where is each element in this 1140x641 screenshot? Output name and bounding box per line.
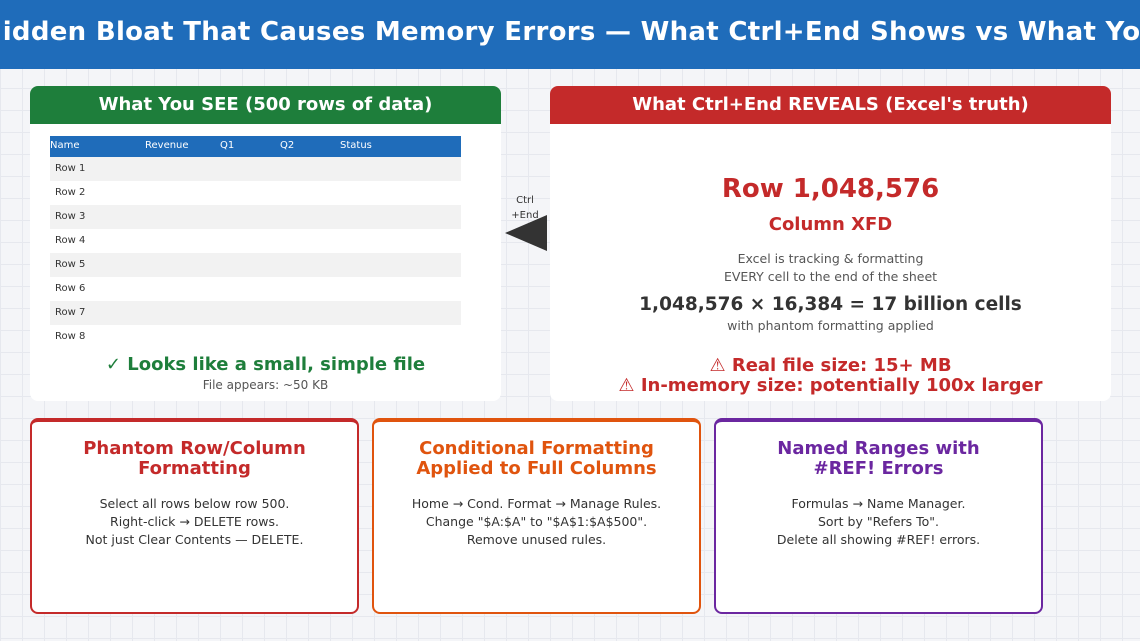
card-step: Sort by "Refers To". [817,514,940,529]
table-row: Row 6 [50,277,461,301]
card-title-line1: Phantom Row/Column [83,438,306,459]
table-row: Row 2 [50,181,461,205]
in-memory-size-warning: ⚠ In-memory size: potentially 100x large… [618,375,1043,396]
card-step: Change "$A:$A" to "$A$1:$A$500". [425,514,648,529]
title-banner: The Hidden Bloat That Causes Memory Erro… [0,0,1140,69]
card-title: Named Ranges with #REF! Errors [716,439,1041,479]
table-header-row: Name Revenue Q1 Q2 Status [50,136,461,157]
what-you-see-panel: What You SEE (500 rows of data) Name Rev… [30,86,501,401]
card-title: Phantom Row/Column Formatting [32,439,357,479]
table-row: Row 1 [50,157,461,181]
card-title-line1: Conditional Formatting [419,438,654,459]
card-title: Conditional Formatting Applied to Full C… [374,439,699,479]
ctrl-end-arrow: Ctrl +End [503,192,549,254]
row-label: Row 2 [55,187,86,198]
row-label: Row 6 [55,283,86,294]
ctrl-end-label-line1: Ctrl [516,195,534,206]
card-title-line2: Applied to Full Columns [416,458,657,479]
card-step: Formulas → Name Manager. [791,496,966,511]
cell-count-formula: 1,048,576 × 16,384 = 17 billion cells [639,294,1022,315]
sample-table: Name Revenue Q1 Q2 Status Row 1 Row 2 Ro… [50,136,461,349]
page-title: The Hidden Bloat That Causes Memory Erro… [0,17,1140,47]
table-row: Row 4 [50,229,461,253]
left-arrow-icon [505,215,547,251]
card-step: Delete all showing #REF! errors. [776,532,981,547]
card-title-line2: #REF! Errors [813,458,944,479]
card-body: Formulas → Name Manager. Sort by "Refers… [716,495,1041,549]
card-step: Not just Clear Contents — DELETE. [85,532,304,547]
table-row: Row 8 [50,325,461,349]
conditional-formatting-card: Conditional Formatting Applied to Full C… [372,418,701,614]
named-ranges-card: Named Ranges with #REF! Errors Formulas … [714,418,1043,614]
last-row-value: Row 1,048,576 [721,174,940,204]
row-label: Row 7 [55,307,86,318]
card-title-line2: Formatting [138,458,251,479]
real-file-size-warning: ⚠ Real file size: 15+ MB [709,355,952,376]
card-step: Select all rows below row 500. [99,496,290,511]
tracking-description-line2: EVERY cell to the end of the sheet [723,269,938,284]
table-row: Row 3 [50,205,461,229]
column-header-name: Name [50,140,80,151]
phantom-formatting-card: Phantom Row/Column Formatting Select all… [30,418,359,614]
card-title-line1: Named Ranges with [777,438,980,459]
column-header-revenue: Revenue [145,140,189,151]
tracking-description-line1: Excel is tracking & formatting [737,251,924,266]
row-label: Row 4 [55,235,86,246]
card-step: Remove unused rules. [466,532,607,547]
row-label: Row 8 [55,331,86,342]
column-header-status: Status [340,140,372,151]
looks-small-verdict: ✓ Looks like a small, simple file [105,354,426,375]
column-header-q2: Q2 [280,140,295,151]
apparent-file-size: File appears: ~50 KB [202,378,329,392]
card-step: Right-click → DELETE rows. [110,514,279,529]
card-body: Home → Cond. Format → Manage Rules. Chan… [374,495,699,549]
card-body: Select all rows below row 500. Right-cli… [32,495,357,549]
card-step: Home → Cond. Format → Manage Rules. [411,496,662,511]
column-header-q1: Q1 [220,140,235,151]
row-label: Row 3 [55,211,86,222]
ctrl-end-reveals-heading: What Ctrl+End REVEALS (Excel's truth) [550,86,1111,124]
table-row: Row 7 [50,301,461,325]
row-label: Row 1 [55,163,86,174]
what-you-see-heading: What You SEE (500 rows of data) [30,86,501,124]
ctrl-end-reveals-panel: What Ctrl+End REVEALS (Excel's truth) Ro… [550,86,1111,401]
table-row: Row 5 [50,253,461,277]
last-column-value: Column XFD [768,214,893,235]
phantom-formatting-note: with phantom formatting applied [727,318,934,333]
row-label: Row 5 [55,259,86,270]
